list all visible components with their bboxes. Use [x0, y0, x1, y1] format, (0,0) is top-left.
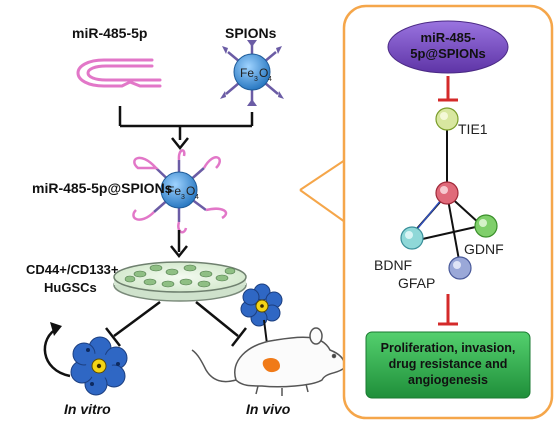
- complex-core-sub4-text: 4: [195, 194, 199, 201]
- gdnf-label: GDNF: [464, 241, 504, 257]
- core-o-text: O: [259, 66, 268, 80]
- cells-label-line1: CD44+/CD133+: [26, 262, 119, 277]
- inhibition-to-invivo: [195, 301, 247, 347]
- inhibition-to-invitro: [105, 300, 161, 347]
- outcome-line1: Proliferation, invasion,: [381, 341, 516, 355]
- core-sub3-text: 3: [254, 76, 258, 83]
- inhibit-outcome-bar: [438, 294, 458, 326]
- cells-label-line2: HuGSCs: [44, 280, 97, 295]
- outcome-box: Proliferation, invasion, drug resistance…: [365, 331, 531, 399]
- to-cells-arrowhead: [170, 245, 188, 259]
- in-vitro-label: In vitro: [64, 401, 111, 417]
- complex-core-o-text: O: [186, 184, 195, 198]
- self-renewal-arrow-icon: [43, 322, 71, 378]
- mirna-label: miR-485-5p: [72, 25, 147, 41]
- mirna-hairpin-icon: [76, 58, 162, 88]
- bdnf-node: [400, 226, 424, 250]
- top-pill: miR-485- 5p@SPIONs: [387, 20, 509, 74]
- pill-line1: miR-485-: [421, 30, 476, 45]
- merge-bracket: [118, 106, 254, 140]
- complex-core-sub3-text: 3: [181, 194, 185, 201]
- core-fe-text: Fe: [240, 66, 254, 80]
- tumor-spot-icon: [262, 358, 280, 373]
- gfap-label: GFAP: [398, 275, 435, 291]
- mouse-icon: [191, 327, 355, 396]
- culture-dish-icon: [113, 261, 247, 302]
- mechanism-panel: [342, 4, 554, 420]
- gdnf-node: [474, 214, 498, 238]
- tie1-label: TIE1: [458, 121, 488, 137]
- glioma-stem-cell-icon: [70, 336, 128, 396]
- tie1-node: [435, 107, 459, 131]
- in-vivo-label: In vivo: [246, 401, 291, 417]
- complex-particle-icon: Fe 3 O 4: [132, 149, 228, 234]
- merge-arrowhead: [171, 137, 189, 151]
- complex-label: miR-485-5p@SPIONs: [32, 180, 173, 196]
- spions-label: SPIONs: [225, 25, 277, 41]
- complex-core-fe-text: Fe: [167, 184, 181, 198]
- inhibit-tie1-bar: [438, 76, 458, 102]
- pill-line2: 5p@SPIONs: [410, 46, 486, 61]
- spion-particle-icon: Fe 3 O 4: [220, 40, 284, 106]
- outcome-line2: drug resistance and: [389, 357, 508, 371]
- callout-connector: [299, 159, 346, 223]
- bdnf-label: BDNF: [374, 257, 412, 273]
- outcome-line3: angiogenesis: [408, 373, 488, 387]
- core-sub4-text: 4: [268, 76, 272, 83]
- gfap-node: [448, 256, 472, 280]
- network-blue-edge: [417, 199, 442, 229]
- hub-node: [435, 181, 459, 205]
